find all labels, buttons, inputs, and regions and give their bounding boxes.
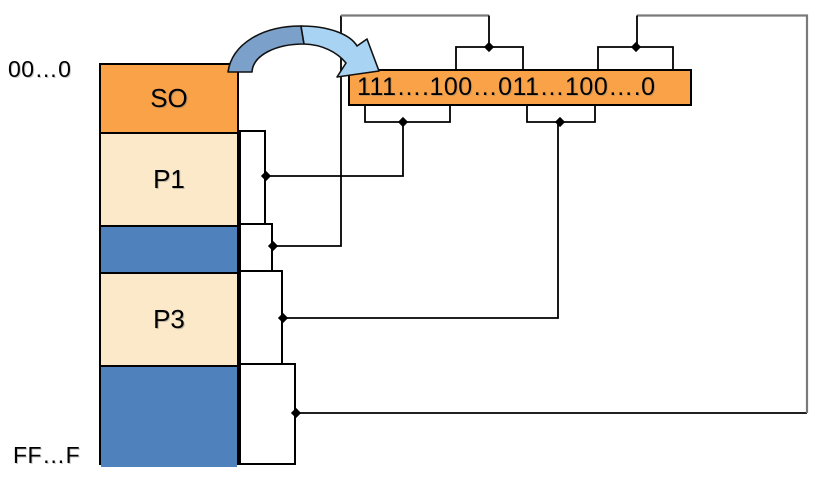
address-top-label: 00…0 bbox=[8, 56, 72, 82]
segment-p3: P3 bbox=[101, 272, 237, 365]
segment-p1: P1 bbox=[101, 132, 237, 225]
diamond-bottom-1 bbox=[397, 116, 409, 128]
segment-free-2 bbox=[101, 365, 237, 467]
diamond-bottom-2 bbox=[554, 116, 566, 128]
bracket-top-1 bbox=[455, 46, 524, 69]
curved-arrow-back bbox=[227, 25, 305, 73]
connector-p1 bbox=[266, 122, 404, 177]
diamond-top-2 bbox=[630, 41, 642, 53]
segment-so: SO bbox=[101, 65, 237, 132]
diamond-top-1 bbox=[483, 41, 495, 53]
segment-free-1 bbox=[101, 225, 237, 272]
connector-free1-rise bbox=[273, 15, 342, 247]
segment-p3-label: P3 bbox=[153, 304, 185, 334]
bracket-bottom-1 bbox=[364, 105, 451, 123]
segment-p1-label: P1 bbox=[153, 164, 185, 194]
bitmap-value: 111….100…011…100….0 bbox=[357, 73, 656, 101]
memory-column: SO P1 P3 bbox=[99, 63, 239, 467]
connector-p3 bbox=[283, 122, 559, 319]
segment-so-label: SO bbox=[150, 83, 188, 113]
step-rect-free-2 bbox=[239, 363, 296, 465]
step-rect-p3 bbox=[239, 270, 283, 365]
bracket-bottom-2 bbox=[526, 105, 596, 123]
step-rect-free-1 bbox=[239, 223, 273, 272]
bitmap-bar: 111….100…011…100….0 bbox=[348, 69, 692, 106]
step-rect-p1 bbox=[239, 130, 266, 225]
bracket-top-2 bbox=[597, 46, 674, 69]
address-bottom-label: FF…F bbox=[13, 442, 81, 468]
